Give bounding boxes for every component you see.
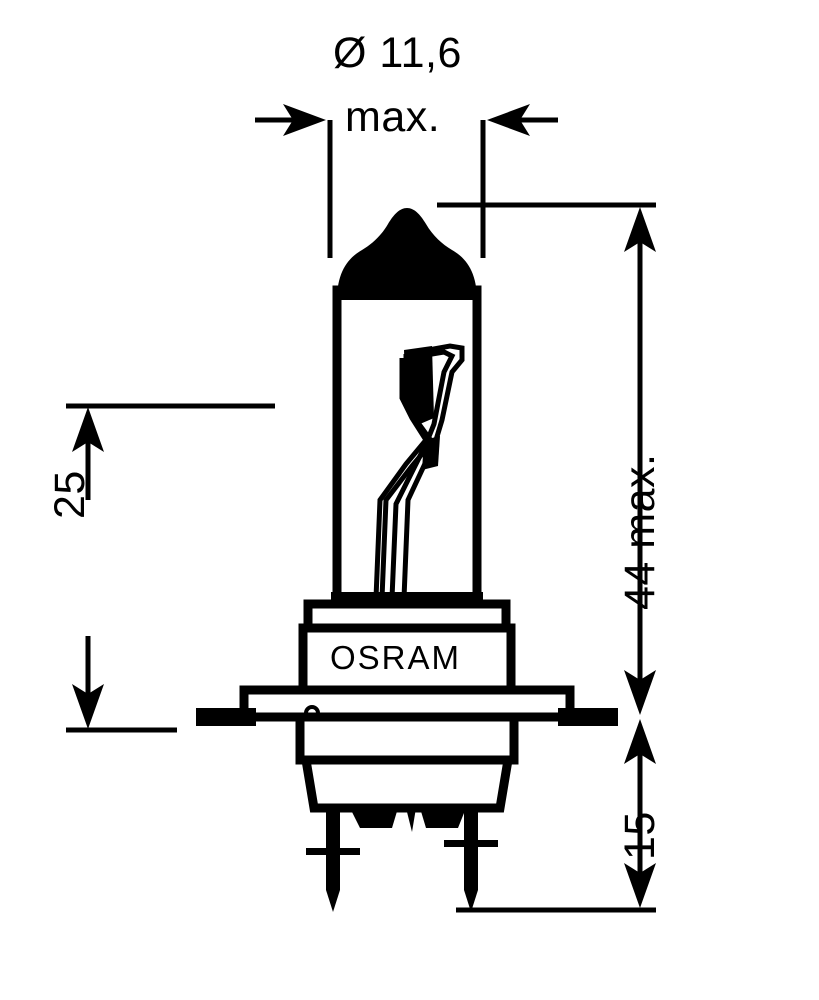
bulb-tip-black-coating bbox=[337, 208, 477, 300]
connector-bump-right bbox=[420, 808, 466, 828]
base-body-upper bbox=[295, 712, 519, 765]
arrowhead-25-top bbox=[72, 407, 104, 452]
bulb-body-group bbox=[196, 208, 618, 912]
contact-pin-left-crossbar bbox=[306, 848, 360, 855]
arrowhead-diameter-left bbox=[283, 104, 326, 136]
flange-tab-right bbox=[558, 708, 618, 726]
filament-coil-upper bbox=[404, 346, 434, 424]
contact-pins-group bbox=[306, 808, 498, 912]
flange-tab-left bbox=[196, 708, 256, 726]
arrowhead-diameter-right bbox=[487, 104, 530, 136]
dimension-lines-group bbox=[66, 104, 656, 913]
arrowhead-15-bottom bbox=[624, 863, 656, 908]
contact-pin-right-crossbar bbox=[444, 840, 498, 847]
diameter-dimension-label: Ø 11,6 bbox=[333, 29, 462, 77]
arrowhead-44-top bbox=[624, 207, 656, 252]
arrowhead-44-bottom bbox=[624, 670, 656, 715]
flange-to-pin-dimension-label: 15 bbox=[616, 811, 664, 860]
contact-pin-left bbox=[326, 808, 340, 912]
diameter-max-qualifier-label: max. bbox=[345, 93, 441, 141]
support-wire-inner-right bbox=[389, 349, 456, 599]
arrowhead-25-bottom bbox=[72, 684, 104, 729]
base-alignment-hole bbox=[304, 705, 320, 721]
support-wire-right bbox=[401, 343, 465, 599]
overall-height-dimension-label: 44 max. bbox=[616, 453, 664, 610]
connector-bump-left bbox=[350, 808, 398, 828]
connector-bump-center bbox=[406, 808, 416, 832]
base-body-lower bbox=[300, 755, 514, 813]
contact-pin-right bbox=[464, 808, 478, 912]
arrowhead-15-top bbox=[624, 719, 656, 764]
base-to-flange-dimension-label: 25 bbox=[46, 470, 94, 519]
brand-label: OSRAM bbox=[330, 639, 462, 676]
filament-coil-lower bbox=[422, 436, 440, 470]
